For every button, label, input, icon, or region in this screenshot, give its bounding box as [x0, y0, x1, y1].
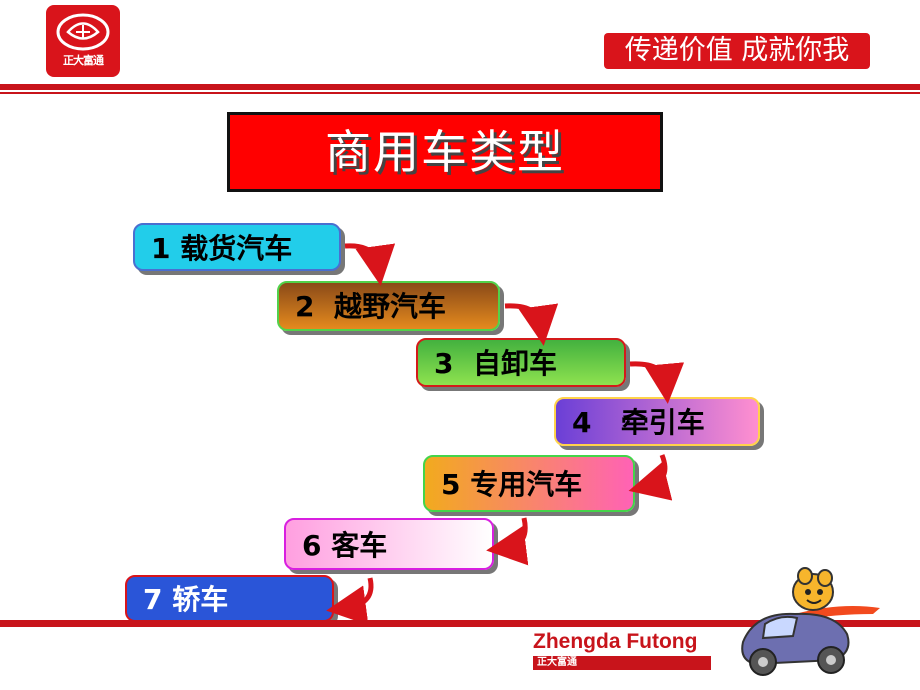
arrow-curve-icon: [344, 243, 396, 286]
step-1-trucks: 1 载货汽车: [133, 223, 341, 271]
header-divider-thin: [0, 92, 920, 94]
step-6-bus: 6 客车: [284, 518, 494, 570]
page-title: 商用车类型: [227, 112, 663, 192]
footer-brand: Zhengda Futong: [533, 630, 698, 653]
step-3-dump: 3 自卸车: [416, 338, 626, 387]
arrow-curve-icon: [504, 303, 559, 346]
footer-brand-sub: 正大富通: [533, 656, 711, 670]
header-divider: [0, 84, 920, 90]
mascot-car-icon: [741, 567, 880, 676]
step-2-offroad: 2 越野汽车: [277, 281, 500, 331]
arrow-curve-icon: [326, 577, 374, 626]
arrow-curve-icon: [486, 517, 529, 566]
step-7-car: 7 轿车: [125, 575, 334, 622]
arrow-curve-icon: [628, 454, 673, 501]
logo-text: 正大富通: [63, 54, 104, 67]
arrow-curve-icon: [629, 361, 685, 404]
logo-emblem-icon: [56, 13, 110, 51]
company-logo: 正大富通: [46, 5, 120, 77]
slogan: 传递价值 成就你我: [604, 33, 870, 69]
step-4-tractor: 4 牵引车: [554, 397, 760, 446]
footer-divider: [0, 620, 920, 627]
step-5-special: 5 专用汽车: [423, 455, 635, 512]
